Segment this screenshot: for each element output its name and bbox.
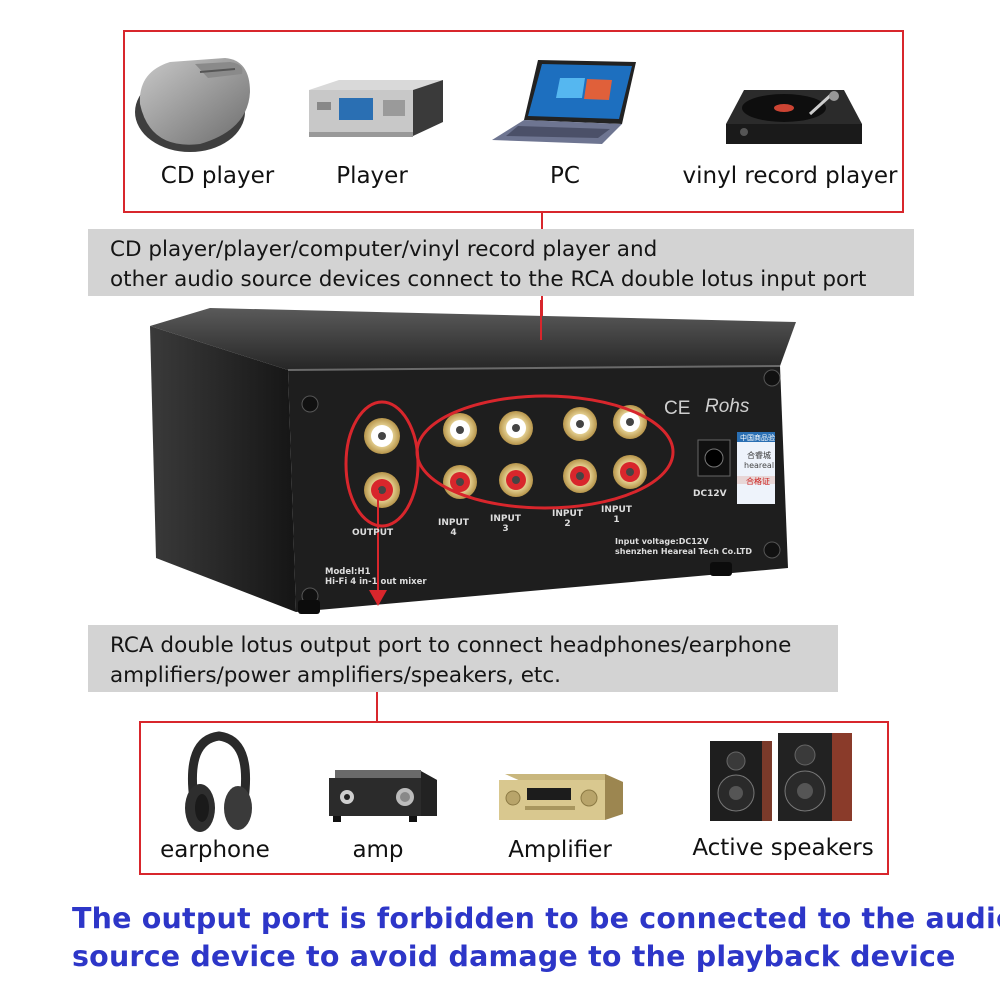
turntable-icon [726, 90, 862, 144]
output-label-amplifier: Amplifier [508, 837, 612, 863]
output-note-line2: amplifiers/power amplifiers/speakers, et… [110, 663, 562, 688]
audio-mixer-device [150, 300, 796, 614]
maker-line2: shenzhen Heareal Tech Co.LTD [615, 547, 752, 556]
sticker-cn-text: 合睿城 [747, 451, 771, 460]
input-4-num: 4 [450, 528, 457, 538]
media-player-icon [309, 80, 443, 137]
input-4-text: INPUT [438, 518, 469, 528]
source-label-pc: PC [550, 163, 580, 189]
input-2-label: INPUT 2 [552, 509, 583, 529]
cert-ce-label: CE [664, 398, 691, 419]
output-label-earphone: earphone [160, 837, 270, 863]
input-note-band: CD player/player/computer/vinyl record p… [88, 229, 914, 296]
input-3-num: 3 [502, 524, 509, 534]
input-2-text: INPUT [552, 509, 583, 519]
warning-line1: The output port is forbidden to be conne… [72, 902, 1000, 935]
model-line1: Model:H1 [325, 567, 371, 577]
sticker-top-text: 中国商品验 [740, 434, 775, 442]
input-note-line1: CD player/player/computer/vinyl record p… [110, 237, 658, 262]
cert-rohs-label: Rohs [705, 396, 750, 417]
input-1-num: 1 [613, 515, 620, 525]
warning-line2: source device to avoid damage to the pla… [72, 940, 956, 973]
source-label-vinyl: vinyl record player [682, 163, 898, 189]
output-label-speakers: Active speakers [692, 835, 874, 861]
model-line2: Hi-Fi 4 in-1 out mixer [325, 577, 427, 587]
warning-text: The output port is forbidden to be conne… [72, 900, 1000, 976]
input-1-text: INPUT [601, 505, 632, 515]
laptop-icon [492, 60, 636, 144]
model-label: Model:H1 Hi-Fi 4 in-1 out mixer [325, 567, 427, 587]
sticker-red-text: 合格证 [746, 477, 770, 486]
input-note-line2: other audio source devices connect to th… [110, 267, 867, 292]
input-3-label: INPUT 3 [490, 514, 521, 534]
source-label-player: Player [336, 163, 408, 189]
cd-player-icon [135, 58, 250, 152]
headphone-amp-icon [329, 770, 437, 822]
av-receiver-icon [499, 774, 623, 820]
input-1-label: INPUT 1 [601, 505, 632, 525]
source-label-cd-player: CD player [160, 163, 275, 189]
speakers-icon [710, 733, 852, 821]
input-3-text: INPUT [490, 514, 521, 524]
output-port-label: OUTPUT [352, 528, 394, 538]
output-note-band: RCA double lotus output port to connect … [88, 625, 838, 692]
output-note-line1: RCA double lotus output port to connect … [110, 633, 792, 658]
input-2-num: 2 [564, 519, 571, 529]
headphones-icon [185, 731, 252, 832]
maker-line1: Input voltage:DC12V [615, 537, 709, 546]
power-label: DC12V [693, 489, 727, 499]
sticker-brand-text: heareal [744, 461, 775, 470]
maker-label: Input voltage:DC12V shenzhen Heareal Tec… [615, 537, 752, 557]
output-label-amp: amp [352, 837, 404, 863]
output-connector-line [376, 692, 378, 722]
input-4-label: INPUT 4 [438, 518, 469, 538]
